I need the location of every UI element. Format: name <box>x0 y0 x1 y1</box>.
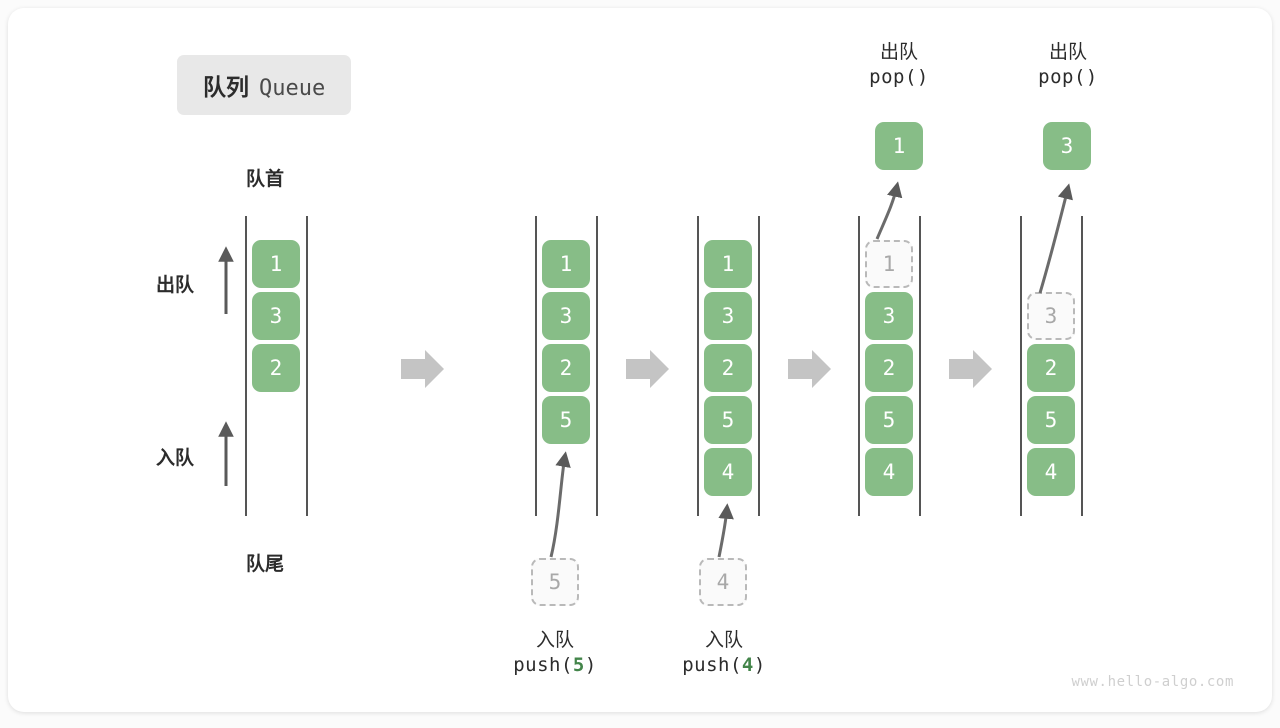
push-4-arrow <box>717 503 734 558</box>
queue-cell-ghost: 3 <box>1027 292 1075 340</box>
queue-cell: 1 <box>542 240 590 288</box>
op-cn: 入队 <box>535 629 574 651</box>
op-label-push-4: 入队 push(4) <box>624 628 824 678</box>
queue-cell: 5 <box>704 396 752 444</box>
queue-cell: 4 <box>704 448 752 496</box>
step-arrow-icon <box>401 350 444 388</box>
queue-rail-right-4 <box>919 216 921 516</box>
op-label-push-5: 入队 push(5) <box>455 628 655 678</box>
op-cn: 出队 <box>1048 41 1087 63</box>
queue-cell: 3 <box>865 292 913 340</box>
queue-cell-ghost: 1 <box>865 240 913 288</box>
queue-cell: 2 <box>1027 344 1075 392</box>
pop-3-arrow <box>1038 183 1073 294</box>
queue-rail-right-1 <box>306 216 308 516</box>
push-5-arrow <box>549 451 571 558</box>
queue-cell: 4 <box>1027 448 1075 496</box>
title-cn: 队列 <box>203 75 249 101</box>
queue-cell: 1 <box>704 240 752 288</box>
popped-cell: 3 <box>1043 122 1091 170</box>
step-arrow-icon <box>949 350 992 388</box>
pending-cell: 4 <box>699 558 747 606</box>
enqueue-label: 入队 <box>156 447 195 469</box>
queue-rail-left-4 <box>858 216 860 516</box>
watermark: www.hello-algo.com <box>1071 674 1234 690</box>
title-en: Queue <box>259 76 326 101</box>
op-cn: 出队 <box>879 41 918 63</box>
op-code: pop() <box>869 66 929 89</box>
arrow-overlay <box>218 181 1073 558</box>
diagram-card: 队列 Queue 队首 队尾 出队 入队 1 3 2 1 3 2 5 5 入队 … <box>8 8 1272 712</box>
op-label-pop-3: 出队 pop() <box>993 40 1143 90</box>
queue-rail-left-2 <box>535 216 537 516</box>
op-code: pop() <box>1038 66 1098 89</box>
title-badge: 队列 Queue <box>177 55 352 115</box>
queue-cell: 3 <box>542 292 590 340</box>
queue-cell: 2 <box>542 344 590 392</box>
queue-cell: 3 <box>704 292 752 340</box>
queue-cell: 2 <box>252 344 300 392</box>
queue-cell: 5 <box>865 396 913 444</box>
front-label: 队首 <box>246 168 285 190</box>
queue-cell: 1 <box>252 240 300 288</box>
queue-rail-left-3 <box>697 216 699 516</box>
op-code: push(5) <box>513 654 597 677</box>
popped-cell: 1 <box>875 122 923 170</box>
queue-cell: 2 <box>865 344 913 392</box>
queue-cell: 3 <box>252 292 300 340</box>
queue-rail-left-1 <box>245 216 247 516</box>
rear-label: 队尾 <box>246 553 285 575</box>
op-code: push(4) <box>682 654 766 677</box>
queue-cell: 4 <box>865 448 913 496</box>
queue-rail-right-3 <box>758 216 760 516</box>
dequeue-label: 出队 <box>156 274 195 296</box>
pop-1-arrow <box>875 181 903 240</box>
op-label-pop-1: 出队 pop() <box>824 40 974 90</box>
op-cn: 入队 <box>704 629 743 651</box>
step-arrow-icon <box>626 350 669 388</box>
pending-cell: 5 <box>531 558 579 606</box>
step-arrow-icon <box>788 350 831 388</box>
queue-cell: 2 <box>704 344 752 392</box>
queue-rail-right-5 <box>1081 216 1083 516</box>
queue-rail-right-2 <box>596 216 598 516</box>
queue-cell: 5 <box>1027 396 1075 444</box>
queue-rail-left-5 <box>1020 216 1022 516</box>
queue-cell: 5 <box>542 396 590 444</box>
